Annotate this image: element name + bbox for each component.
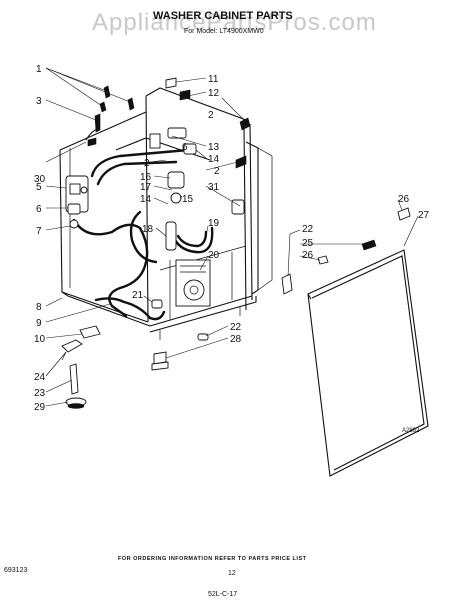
callout-28: 28 xyxy=(230,334,242,345)
callout-labels: 1 3 30 5 6 7 8 9 10 24 23 29 11 12 2 13 … xyxy=(34,64,430,413)
callout-12: 12 xyxy=(208,88,220,99)
page-title: WASHER CABINET PARTS xyxy=(153,10,293,22)
callout-5: 5 xyxy=(36,182,42,193)
callout-23: 23 xyxy=(34,388,46,399)
callout-14-lower: 14 xyxy=(140,194,152,205)
callout-21: 21 xyxy=(132,290,144,301)
bottom-mark: 52L-C-17 xyxy=(208,591,237,598)
document-number: 693123 xyxy=(4,567,27,574)
callout-20: 20 xyxy=(208,250,220,261)
callout-22-bottom: 22 xyxy=(230,322,242,333)
callout-25: 25 xyxy=(302,238,314,249)
callout-2-right: 2 xyxy=(214,166,220,177)
callout-3: 3 xyxy=(36,96,42,107)
callout-6-upper: 6 xyxy=(182,142,188,153)
callout-1: 1 xyxy=(36,64,42,75)
callout-6: 6 xyxy=(36,204,42,215)
callout-26-right: 26 xyxy=(398,194,410,205)
callout-29: 29 xyxy=(34,402,46,413)
callout-24: 24 xyxy=(34,372,46,383)
model-subtitle: For Model: LT4900XMW0 xyxy=(184,28,264,35)
callout-9: 9 xyxy=(36,318,42,329)
callout-11: 11 xyxy=(208,74,219,85)
callout-27: 27 xyxy=(418,210,430,221)
callout-14-upper: 14 xyxy=(208,154,220,165)
callout-2-mid: 2 xyxy=(144,158,150,169)
page-number: 12 xyxy=(228,570,236,577)
callout-16: 16 xyxy=(140,172,152,183)
watermark: AppliancePartsPros.com xyxy=(92,9,377,36)
callout-15: 15 xyxy=(182,194,194,205)
callout-26-left: 26 xyxy=(302,250,314,261)
callout-19: 19 xyxy=(208,218,220,229)
ordering-note: FOR ORDERING INFORMATION REFER TO PARTS … xyxy=(118,556,307,562)
callout-8: 8 xyxy=(36,302,42,313)
callout-2-top: 2 xyxy=(208,110,214,121)
leader-lines xyxy=(45,67,419,407)
drawing-reference: A2862 xyxy=(402,428,420,434)
callout-22-right: 22 xyxy=(302,224,314,235)
callout-30: 30 xyxy=(34,174,46,185)
callout-17: 17 xyxy=(140,182,152,193)
callout-18: 18 xyxy=(142,224,154,235)
callout-10: 10 xyxy=(34,334,46,345)
callout-13: 13 xyxy=(208,142,220,153)
callout-31: 31 xyxy=(208,182,220,193)
callout-7: 7 xyxy=(36,226,42,237)
cabinet-drawing xyxy=(59,77,429,477)
